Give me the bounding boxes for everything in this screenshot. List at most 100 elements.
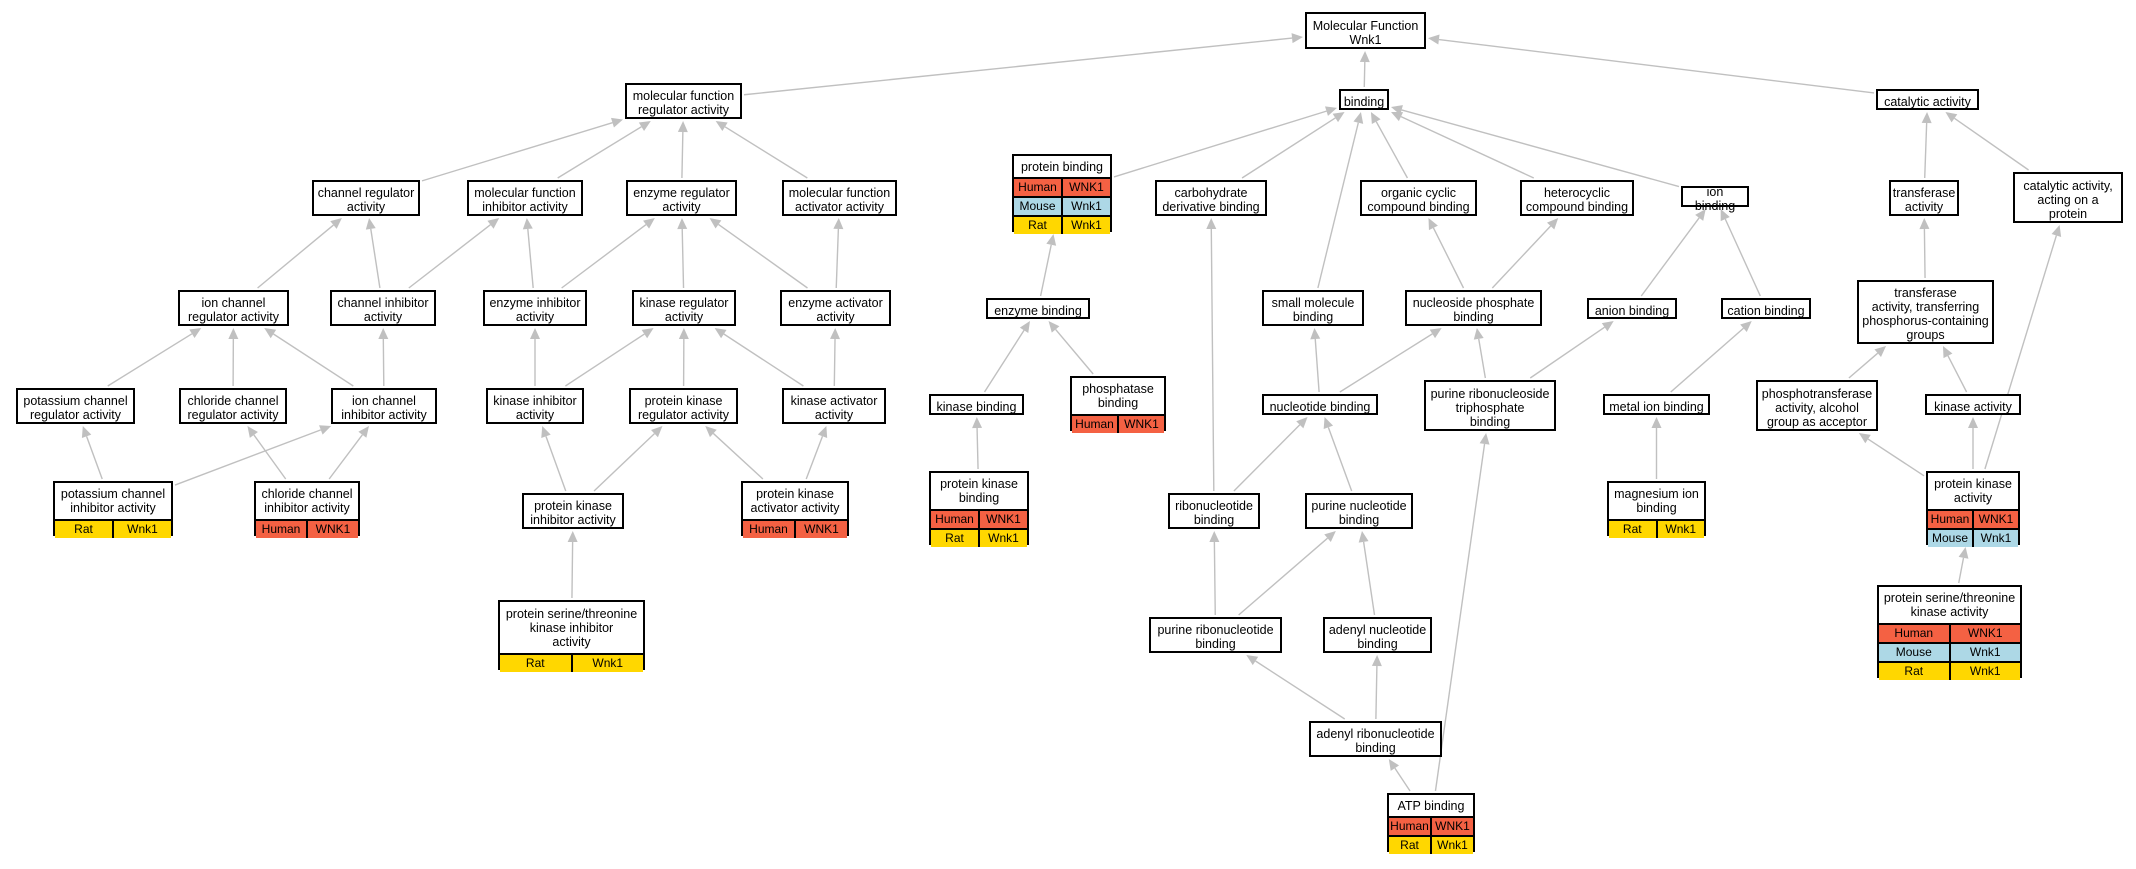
go-term-ionchreg[interactable]: ion channel regulator activity xyxy=(178,290,289,326)
go-term-enzbind[interactable]: enzyme binding xyxy=(986,298,1090,319)
arrowhead xyxy=(1919,218,1930,230)
go-term-potchreg[interactable]: potassium channel regulator activity xyxy=(16,388,135,424)
go-term-kinact[interactable]: kinase activator activity xyxy=(782,388,886,424)
edge-phosphatase-to-enzbind xyxy=(1055,328,1094,375)
go-term-mfra[interactable]: molecular function regulator activity xyxy=(625,83,742,119)
gene-cell: WNK1 xyxy=(794,521,847,538)
go-term-label: purine nucleotide binding xyxy=(1311,499,1407,527)
go-term-ionchinh[interactable]: ion channel inhibitor activity xyxy=(331,388,437,424)
go-term-adenyl[interactable]: adenyl nucleotide binding xyxy=(1323,617,1432,653)
go-term-nucleotide[interactable]: nucleotide binding xyxy=(1262,394,1378,415)
arrowhead xyxy=(1296,417,1308,429)
go-term-kinact2[interactable]: kinase activity xyxy=(1925,394,2021,415)
go-term-purribtri[interactable]: purine ribonucleoside triphosphate bindi… xyxy=(1424,380,1556,431)
go-term-stkinh[interactable]: protein serine/threonine kinase inhibito… xyxy=(498,600,645,672)
go-term-label: magnesium ion binding xyxy=(1614,487,1699,515)
arrowhead xyxy=(817,426,828,439)
go-term-mfinh[interactable]: molecular function inhibitor activity xyxy=(467,180,583,216)
go-term-cation[interactable]: cation binding xyxy=(1721,298,1811,319)
go-term-ribonuc[interactable]: ribonucleotide binding xyxy=(1168,493,1260,529)
go-term-metalion[interactable]: metal ion binding xyxy=(1603,394,1710,415)
go-term-enzinh[interactable]: enzyme inhibitor activity xyxy=(483,290,587,326)
edge-adenylribo-to-adenyl xyxy=(1375,665,1378,720)
edge-purribo-to-ribonuc xyxy=(1213,541,1216,616)
go-term-purnuc[interactable]: purine nucleotide binding xyxy=(1305,493,1413,529)
arrowhead xyxy=(1324,531,1336,542)
species-cell: Human xyxy=(1390,819,1429,833)
go-term-kinbind[interactable]: kinase binding xyxy=(929,394,1024,415)
edge-cation-to-ionbind xyxy=(1724,218,1761,297)
go-term-purribo[interactable]: purine ribonucleotide binding xyxy=(1149,617,1282,653)
go-term-chinh[interactable]: channel inhibitor activity xyxy=(330,290,436,326)
arrowhead xyxy=(487,218,500,229)
go-term-label: chloride channel regulator activity xyxy=(187,394,279,422)
arrowhead xyxy=(611,117,623,128)
go-term-label: phosphotransferase activity, alcohol gro… xyxy=(1761,386,1873,429)
edge-binding-to-root xyxy=(1363,61,1366,88)
arrowhead xyxy=(189,328,202,339)
species-cell: Human xyxy=(935,512,974,526)
go-term-mfact[interactable]: molecular function activator activity xyxy=(782,180,897,216)
go-term-transferase[interactable]: transferase activity xyxy=(1889,180,1959,216)
arrowhead xyxy=(678,328,689,340)
go-term-clchreg[interactable]: chloride channel regulator activity xyxy=(179,388,287,424)
go-term-smallmol[interactable]: small molecule binding xyxy=(1262,290,1364,326)
edge-ionchreg-to-chanreg xyxy=(257,224,334,289)
go-term-anion[interactable]: anion binding xyxy=(1587,298,1677,319)
go-term-label: protein serine/threonine kinase activity xyxy=(1883,591,2016,619)
go-term-enzreg[interactable]: enzyme regulator activity xyxy=(626,180,737,216)
species-cell: Rat xyxy=(1904,664,1924,678)
go-term-transphos[interactable]: transferase activity, transferring phosp… xyxy=(1857,280,1994,344)
edge-mfinh-to-mfra xyxy=(557,126,642,179)
go-term-pkinh[interactable]: protein kinase inhibitor activity xyxy=(522,493,624,529)
go-term-ionbind[interactable]: ion binding xyxy=(1681,185,1749,213)
go-term-pkreg[interactable]: protein kinase regulator activity xyxy=(629,388,738,424)
arrowhead xyxy=(1206,218,1217,230)
go-term-stkact[interactable]: protein serine/threonine kinase activity… xyxy=(1877,585,2022,680)
go-term-kininh[interactable]: kinase inhibitor activity xyxy=(486,388,584,424)
go-term-kinreg[interactable]: kinase regulator activity xyxy=(632,290,736,326)
arrowhead xyxy=(522,218,533,230)
edge-potchreg-to-ionchreg xyxy=(107,333,193,387)
edge-potinh-to-potchreg xyxy=(85,436,103,480)
arrowhead xyxy=(1246,655,1259,666)
go-term-enzact[interactable]: enzyme activator activity xyxy=(780,290,891,326)
edge-ribonuc-to-nucleotide xyxy=(1233,424,1301,492)
arrowhead xyxy=(1740,321,1752,333)
go-term-root[interactable]: Molecular Function Wnk1 xyxy=(1305,12,1426,49)
go-term-label: transferase activity xyxy=(1892,186,1956,214)
go-term-chanreg[interactable]: channel regulator activity xyxy=(312,180,420,216)
go-term-carbo[interactable]: carbohydrate derivative binding xyxy=(1155,180,1267,216)
go-term-label: cation binding xyxy=(1727,303,1805,318)
edge-hetcyc-to-binding xyxy=(1400,115,1535,179)
arrowhead xyxy=(81,426,92,439)
edge-kinact-to-enzact xyxy=(833,338,836,387)
go-term-catprot[interactable]: catalytic activity, acting on a protein xyxy=(2013,172,2123,223)
go-term-label: potassium channel inhibitor activity xyxy=(60,487,166,515)
edge-mfra-to-root xyxy=(743,37,1293,96)
go-term-nucphos[interactable]: nucleoside phosphate binding xyxy=(1405,290,1542,326)
go-term-orgcyc[interactable]: organic cyclic compound binding xyxy=(1360,180,1477,216)
go-term-adenylribo[interactable]: adenyl ribonucleotide binding xyxy=(1309,721,1442,757)
arrowhead xyxy=(541,426,551,439)
arrowhead xyxy=(833,218,844,230)
go-term-hetcyc[interactable]: heterocyclic compound binding xyxy=(1520,180,1634,216)
go-term-catalytic[interactable]: catalytic activity xyxy=(1876,89,1979,110)
go-term-binding[interactable]: binding xyxy=(1339,89,1389,110)
edge-ionchinh-to-ionchreg xyxy=(273,333,354,387)
go-term-phosalc[interactable]: phosphotransferase activity, alcohol gro… xyxy=(1756,380,1878,431)
arrowhead xyxy=(1942,346,1953,359)
arrowhead xyxy=(1720,209,1730,222)
gene-cell: WNK1 xyxy=(1972,511,2018,528)
